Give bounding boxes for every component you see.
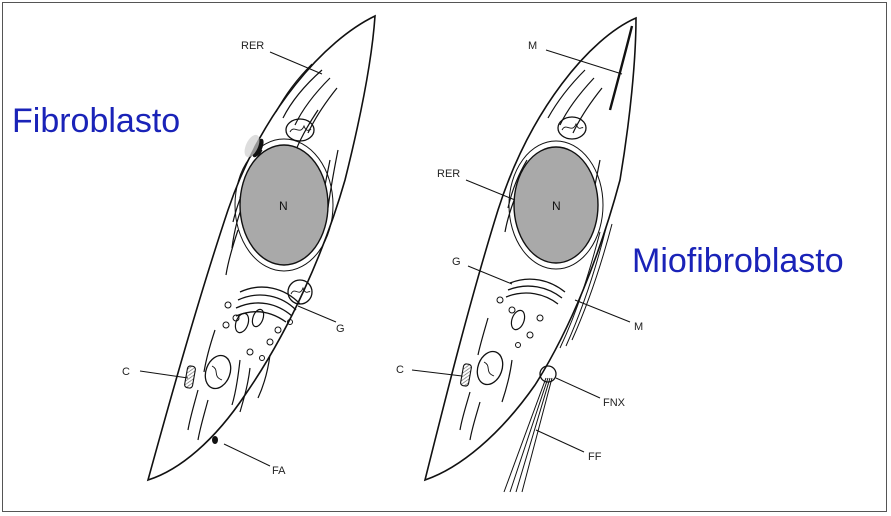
myofibroblast-label-nucleus: N: [552, 199, 561, 213]
myofibroblast-label-rer: RER: [437, 168, 460, 180]
myofibroblast-label-centriole: C: [396, 364, 404, 376]
myofibroblast-cell: [425, 18, 636, 492]
fibroblast-label-focal-adhesion: FA: [272, 465, 286, 477]
myofibroblast-label-m-top: M: [528, 40, 537, 52]
fibroblast-cell: [148, 16, 375, 480]
myofibroblast-label-m-side: M: [634, 321, 643, 333]
fibroblast-label-nucleus: N: [279, 199, 288, 213]
fibroblast-label-rer: RER: [241, 40, 264, 52]
myofibroblast-label-golgi: G: [452, 256, 461, 268]
fibroblast-label-centriole: C: [122, 366, 130, 378]
fibroblast-label-golgi: G: [336, 323, 345, 335]
myofibroblast-label-ff: FF: [588, 451, 602, 463]
myofibroblast-label-fnx: FNX: [603, 397, 626, 409]
